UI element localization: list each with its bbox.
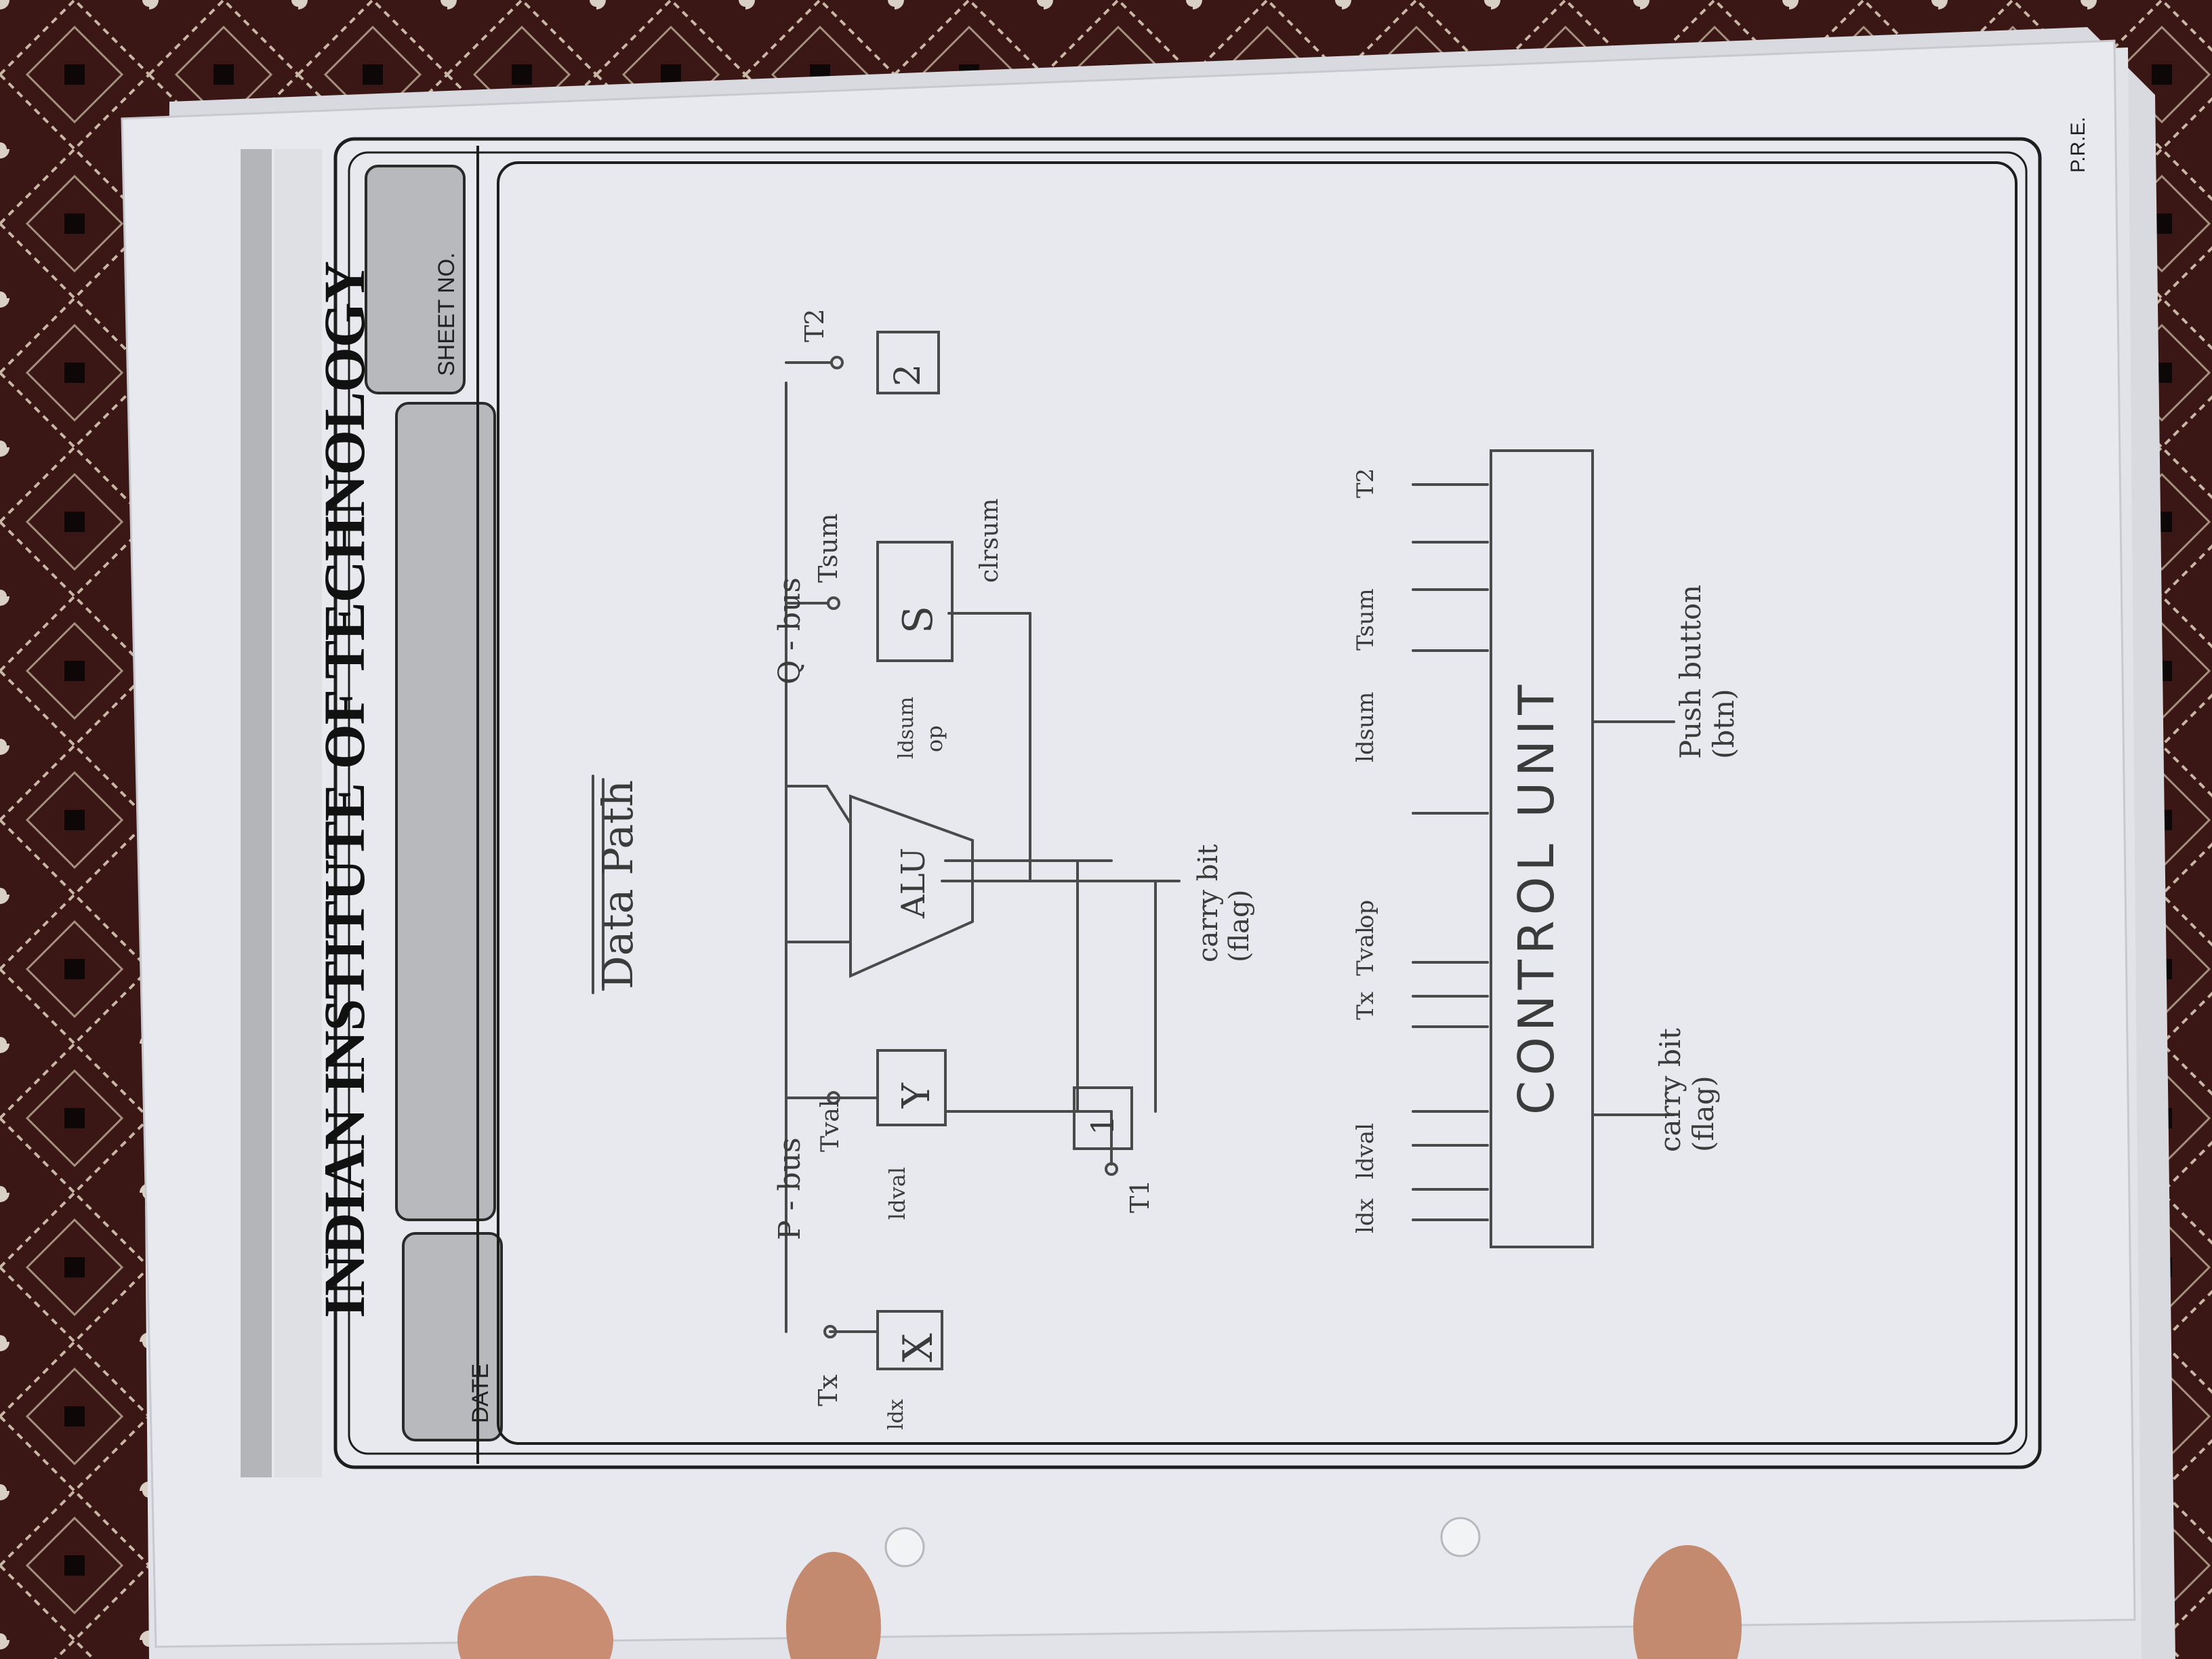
control-unit <box>1490 449 1594 1248</box>
register-one <box>1073 1086 1133 1150</box>
blank-box <box>395 402 496 1221</box>
main-sheet <box>121 39 2136 1648</box>
register-x <box>876 1310 943 1370</box>
sheet-outer-border <box>333 137 2042 1469</box>
alu-shape <box>849 794 974 979</box>
title-band <box>241 149 272 1477</box>
punch-hole <box>1440 1517 1481 1557</box>
register-y <box>876 1049 947 1126</box>
writing-area <box>497 161 2018 1445</box>
sheet-no-box <box>365 165 466 394</box>
register-s <box>876 541 954 662</box>
register-two <box>876 331 940 394</box>
sheet-inner-border <box>348 151 2028 1455</box>
punch-hole <box>884 1527 925 1568</box>
